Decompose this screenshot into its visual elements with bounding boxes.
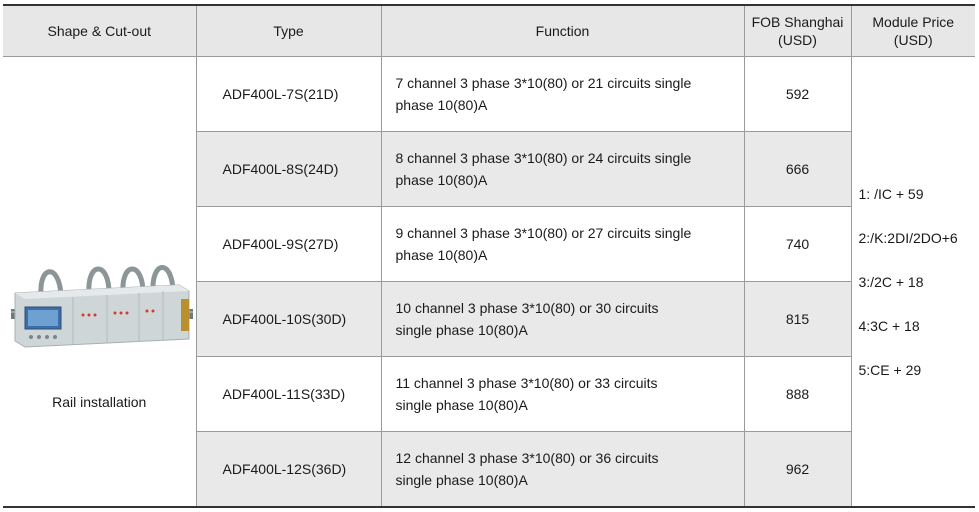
type-cell: ADF400L-8S(24D) (196, 131, 382, 207)
function-line: phase 10(80)A (395, 97, 488, 113)
type-cell: ADF400L-11S(33D) (196, 356, 382, 432)
function-line: single phase 10(80)A (395, 397, 528, 413)
fob-cell: 815 (743, 281, 851, 357)
table-row: ADF400L-9S(27D) 9 channel 3 phase 3*10(8… (3, 206, 975, 282)
module-price-item: 2:/K:2DI/2DO+6 (858, 229, 958, 246)
table-row: ADF400L-10S(30D) 10 channel 3 phase 3*10… (3, 281, 975, 357)
header-module-price: Module Price (USD) (850, 4, 975, 57)
module-price-item: 4:3C + 18 (858, 317, 920, 334)
header-row: Shape & Cut-out Type Function FOB Shangh… (3, 4, 975, 57)
fob-cell: 888 (743, 356, 851, 432)
table-row: ADF400L-12S(36D) 12 channel 3 phase 3*10… (3, 431, 975, 508)
function-line: single phase 10(80)A (395, 322, 528, 338)
type-cell: ADF400L-9S(27D) (196, 206, 382, 282)
header-function: Function (380, 4, 745, 57)
din-rail-meter-device-icon (11, 264, 193, 348)
function-cell: 12 channel 3 phase 3*10(80) or 36 circui… (380, 431, 745, 508)
module-price-cell: 1: /IC + 59 2:/K:2DI/2DO+6 3:/2C + 18 4:… (850, 56, 975, 508)
function-line: single phase 10(80)A (395, 472, 528, 488)
function-line: 9 channel 3 phase 3*10(80) or 27 circuit… (395, 225, 692, 241)
price-table: Shape & Cut-out Type Function FOB Shangh… (3, 4, 975, 508)
type-cell: ADF400L-10S(30D) (196, 281, 382, 357)
shape-label: Rail installation (52, 393, 147, 410)
type-cell: ADF400L-7S(21D) (195, 56, 382, 132)
header-fob-line2: (USD) (778, 32, 817, 48)
shape-cell: Rail installation (3, 56, 197, 508)
header-type: Type (195, 4, 382, 57)
module-price-item: 1: /IC + 59 (858, 185, 924, 202)
function-cell: 11 channel 3 phase 3*10(80) or 33 circui… (380, 356, 745, 432)
function-line: 11 channel 3 phase 3*10(80) or 33 circui… (395, 375, 658, 391)
type-cell: ADF400L-12S(36D) (196, 431, 382, 508)
table-row: Rail installation ADF400L-7S(21D) 7 chan… (3, 56, 975, 508)
fob-cell: 962 (743, 431, 851, 508)
function-cell: 9 channel 3 phase 3*10(80) or 27 circuit… (380, 206, 745, 282)
fob-cell: 666 (743, 131, 851, 207)
function-line: 7 channel 3 phase 3*10(80) or 21 circuit… (395, 75, 692, 91)
function-cell: 7 channel 3 phase 3*10(80) or 21 circuit… (380, 56, 745, 132)
header-fob-line1: FOB Shanghai (751, 14, 844, 30)
function-line: 12 channel 3 phase 3*10(80) or 36 circui… (395, 450, 659, 466)
module-price-item: 5:CE + 29 (858, 361, 922, 378)
fob-cell: 592 (743, 56, 852, 132)
function-line: phase 10(80)A (395, 247, 488, 263)
function-cell: 8 channel 3 phase 3*10(80) or 24 circuit… (380, 131, 745, 207)
header-shape: Shape & Cut-out (3, 4, 197, 57)
table-row: ADF400L-8S(24D) 8 channel 3 phase 3*10(8… (3, 131, 975, 207)
header-fob: FOB Shanghai (USD) (743, 4, 852, 57)
fob-cell: 740 (743, 206, 851, 282)
function-line: 10 channel 3 phase 3*10(80) or 30 circui… (395, 300, 659, 316)
function-line: phase 10(80)A (395, 172, 488, 188)
function-cell: 10 channel 3 phase 3*10(80) or 30 circui… (380, 281, 745, 357)
header-module-line1: Module Price (872, 14, 955, 30)
module-price-item: 3:/2C + 18 (858, 273, 924, 290)
header-module-line2: (USD) (893, 32, 933, 48)
function-line: 8 channel 3 phase 3*10(80) or 24 circuit… (395, 150, 692, 166)
table-row: ADF400L-11S(33D) 11 channel 3 phase 3*10… (3, 356, 975, 432)
